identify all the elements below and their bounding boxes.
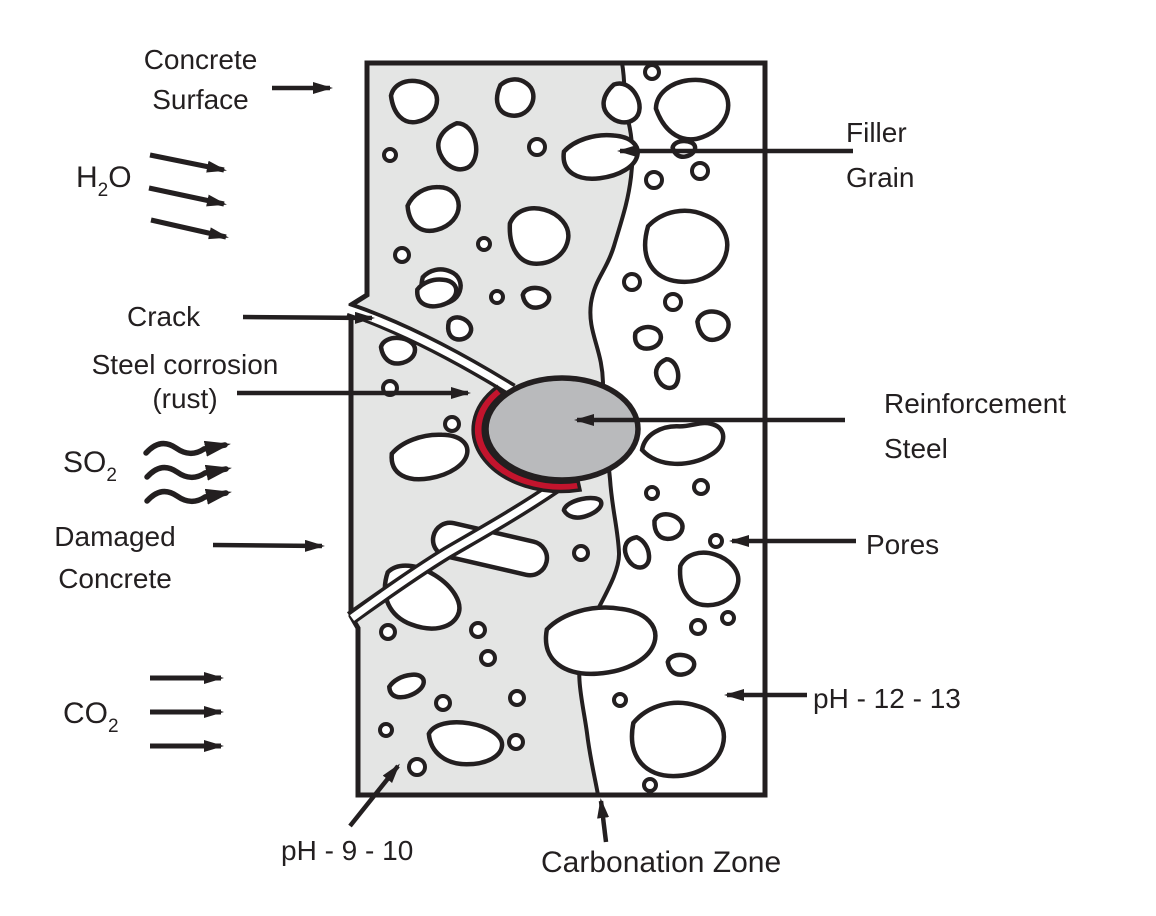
label-line: Steel corrosion [91, 349, 279, 380]
h2o-flow-arrow [148, 185, 227, 207]
formula-subscript: 2 [106, 465, 117, 486]
label-carbonation-zone: Carbonation Zone [541, 846, 782, 879]
ph-carbonated-arrow [348, 763, 400, 828]
reinforcement-steel-ellipse [483, 375, 641, 483]
label-crack: Crack [127, 301, 201, 332]
h2o-flow-arrow [150, 217, 229, 240]
label-concrete-surface: Concrete Surface [118, 40, 283, 120]
label-line: Reinforcement [884, 388, 1067, 419]
ph-alkaline-target-grain [632, 703, 724, 776]
formula-base: SO [63, 446, 107, 479]
so2-flow-arrow [144, 488, 232, 505]
label-line: (rust) [152, 383, 218, 414]
so2-flow-arrow [144, 464, 232, 481]
formula-subscript: 2 [97, 180, 109, 201]
annotation-arrows [143, 82, 856, 843]
label-damaged-concrete: Damaged Concrete [30, 516, 200, 600]
label-co2: CO2 [63, 694, 119, 738]
label-line: Concrete [58, 563, 172, 594]
label-steel-corrosion: Steel corrosion (rust) [55, 348, 315, 416]
so2-flow-arrow [143, 440, 231, 457]
label-reinforcement-steel: Reinforcement Steel [884, 381, 1066, 471]
label-line: Grain [846, 162, 915, 193]
concrete-block-border [348, 60, 768, 798]
label-line: Steel [884, 433, 948, 464]
label-h2o: H2O [76, 158, 132, 202]
label-so2: SO2 [63, 443, 117, 487]
formula-base: H [76, 161, 98, 194]
formula-base: O [108, 161, 132, 194]
h2o-flow-arrow [149, 152, 227, 173]
formula-base: CO [63, 697, 108, 730]
label-pores: Pores [866, 529, 940, 560]
formula-subscript: 2 [108, 716, 119, 737]
label-line: Surface [152, 84, 249, 115]
pores-target [708, 533, 724, 549]
carbonation-zone-arrow [597, 798, 610, 843]
label-line: Damaged [54, 521, 176, 552]
label-filler-grain: Filler Grain [846, 110, 914, 200]
label-line: Concrete [143, 44, 258, 75]
crack-arrow [242, 311, 375, 324]
label-ph-alkaline: pH - 12 - 13 [813, 683, 961, 714]
label-line: Filler [846, 117, 907, 148]
pores-layer [378, 63, 736, 793]
label-ph-carbonated: pH - 9 - 10 [281, 835, 414, 866]
damaged-concrete-arrow [212, 539, 325, 552]
